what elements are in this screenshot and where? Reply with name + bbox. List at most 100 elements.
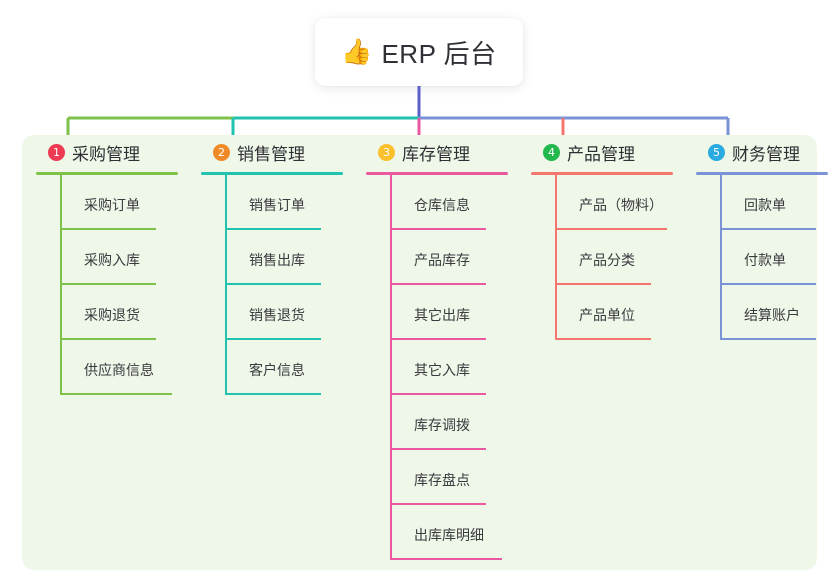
leaf-item[interactable]: 付款单 [720,230,836,285]
leaf-item[interactable]: 采购订单 [60,175,186,230]
leaf-spine [60,175,62,230]
leaf-label: 采购退货 [84,307,140,323]
leaf-label: 供应商信息 [84,362,154,378]
leaf-spine [225,230,227,285]
leaf-item[interactable]: 供应商信息 [60,340,186,395]
leaf-underline [225,283,321,285]
leaf-list-1: 采购订单采购入库采购退货供应商信息 [60,175,186,395]
leaf-label: 客户信息 [249,362,305,378]
leaf-label: 仓库信息 [414,197,470,213]
leaf-label: 付款单 [744,252,786,268]
leaf-spine [555,230,557,285]
leaf-item[interactable]: 产品库存 [390,230,516,285]
branch-badge-5: 5 [708,143,725,161]
branch-column-5[interactable]: 5 财务管理回款单付款单结算账户 [696,135,836,340]
leaf-spine [390,505,392,560]
leaf-item[interactable]: 产品分类 [555,230,681,285]
thumbs-up-icon: 👍 [341,37,373,66]
leaf-item[interactable]: 仓库信息 [390,175,516,230]
branch-badge-4: 4 [543,143,560,161]
leaf-underline [225,393,321,395]
leaf-item[interactable]: 库存调拨 [390,395,516,450]
branch-underline-2 [201,172,343,175]
leaf-underline [225,228,321,230]
leaf-label: 采购订单 [84,197,140,213]
leaf-underline [720,338,816,340]
leaf-spine [720,230,722,285]
leaf-underline [720,228,816,230]
branch-badge-2: 2 [213,143,230,161]
root-node[interactable]: 👍 ERP 后台 [315,18,523,86]
leaf-spine [390,230,392,285]
leaf-item[interactable]: 销售订单 [225,175,351,230]
leaf-item[interactable]: 其它出库 [390,285,516,340]
leaf-spine [390,450,392,505]
leaf-list-2: 销售订单销售出库销售退货客户信息 [225,175,351,395]
leaf-spine [555,175,557,230]
branch-column-2[interactable]: 2 销售管理销售订单销售出库销售退货客户信息 [201,135,351,395]
branch-title-1: 采购管理 [72,144,140,164]
branch-title-5: 财务管理 [732,144,800,164]
branch-title-3: 库存管理 [402,144,470,164]
leaf-item[interactable]: 采购退货 [60,285,186,340]
leaf-label: 出库库明细 [414,527,484,543]
leaf-underline [60,283,156,285]
leaf-underline [555,338,651,340]
leaf-list-4: 产品（物料） 产品分类产品单位 [555,175,681,340]
branch-underline-4 [531,172,673,175]
leaf-spine [60,285,62,340]
leaf-spine [60,230,62,285]
leaf-item[interactable]: 销售出库 [225,230,351,285]
branch-badge-1: 1 [48,143,65,161]
leaf-label: 产品单位 [579,307,635,323]
leaf-label: 销售退货 [249,307,305,323]
leaf-label: 回款单 [744,197,786,213]
leaf-item[interactable]: 产品（物料） [555,175,681,230]
leaf-underline [60,338,156,340]
leaf-label: 其它出库 [414,307,470,323]
leaf-underline [390,338,486,340]
leaf-spine [720,285,722,340]
leaf-list-3: 仓库信息产品库存其它出库其它入库库存调拨库存盘点出库库明细 [390,175,516,560]
branch-column-1[interactable]: 1 采购管理采购订单采购入库采购退货供应商信息 [36,135,186,395]
leaf-spine [390,340,392,395]
leaf-spine [390,285,392,340]
leaf-underline [390,228,486,230]
leaf-item[interactable]: 库存盘点 [390,450,516,505]
leaf-label: 库存盘点 [414,472,470,488]
branch-header-1[interactable]: 1 采购管理 [36,135,186,169]
leaf-underline [555,283,651,285]
leaf-item[interactable]: 回款单 [720,175,836,230]
leaf-label: 结算账户 [744,307,800,323]
leaf-spine [390,175,392,230]
leaf-item[interactable]: 其它入库 [390,340,516,395]
branch-header-2[interactable]: 2 销售管理 [201,135,351,169]
leaf-spine [225,285,227,340]
leaf-label: 销售出库 [249,252,305,268]
branch-title-2: 销售管理 [237,144,305,164]
branch-header-5[interactable]: 5 财务管理 [696,135,836,169]
branch-columns: 1 采购管理采购订单采购入库采购退货供应商信息 2 销售管理销售订单销售出库销售退货客… [22,135,828,570]
leaf-item[interactable]: 销售退货 [225,285,351,340]
leaf-item[interactable]: 采购入库 [60,230,186,285]
leaf-underline [555,228,667,230]
leaf-item[interactable]: 出库库明细 [390,505,516,560]
leaf-item[interactable]: 客户信息 [225,340,351,395]
leaf-spine [60,340,62,395]
leaf-item[interactable]: 产品单位 [555,285,681,340]
leaf-underline [390,503,486,505]
leaf-spine [390,395,392,450]
leaf-item[interactable]: 结算账户 [720,285,836,340]
leaf-label: 其它入库 [414,362,470,378]
leaf-label: 产品（物料） [579,197,663,213]
leaf-underline [60,228,156,230]
leaf-label: 产品分类 [579,252,635,268]
leaf-underline [390,393,486,395]
leaf-label: 采购入库 [84,252,140,268]
leaf-underline [390,558,502,560]
